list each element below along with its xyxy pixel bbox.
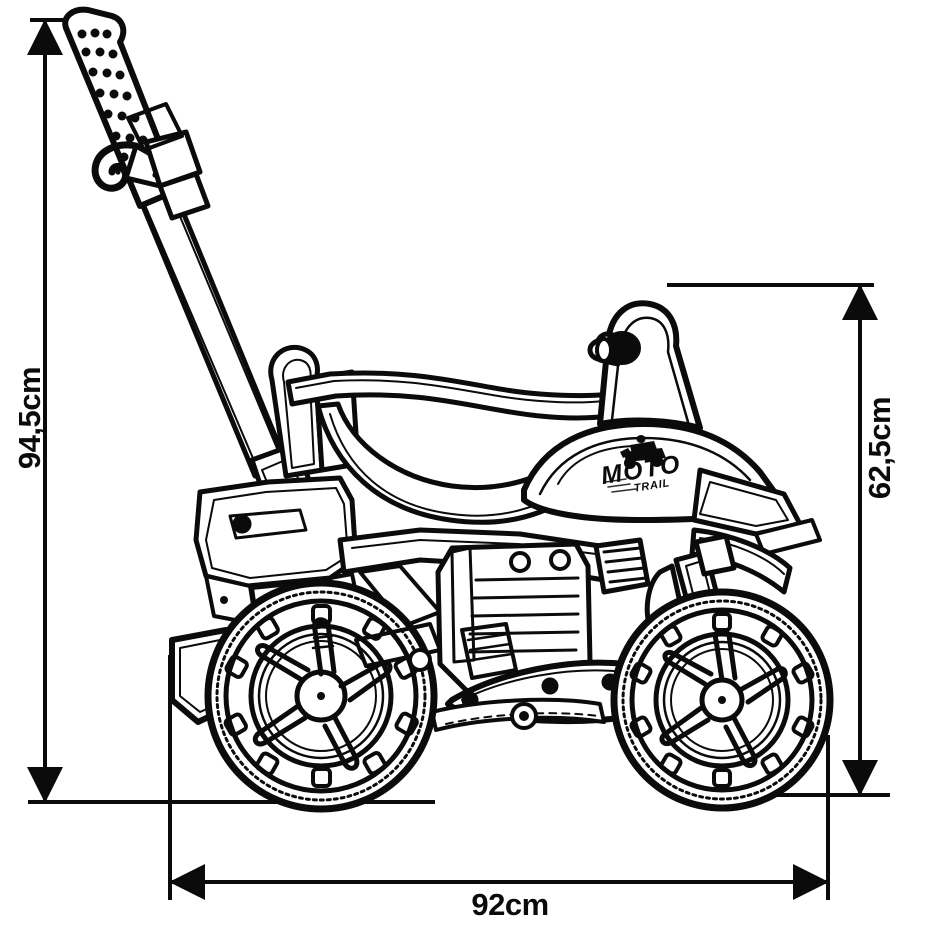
chain-guard xyxy=(430,697,606,732)
svg-text:TRAIL: TRAIL xyxy=(633,477,671,495)
seat-height-label: 62,5cm xyxy=(862,396,897,500)
tank-shroud xyxy=(691,467,822,556)
front-tread-blocks xyxy=(629,612,815,788)
push-handle xyxy=(62,6,288,479)
headlight-shroud xyxy=(593,300,703,431)
overall-length-label: 92cm xyxy=(471,887,549,922)
rear-hub-detail xyxy=(311,624,335,650)
tank-decal-moto-trail: MOTO TRAIL xyxy=(599,435,683,495)
motorcycle-illustration: MOTO TRAIL xyxy=(62,6,834,813)
rear-body xyxy=(193,475,359,632)
engine-fins xyxy=(468,576,580,654)
rear-tread-blocks xyxy=(223,604,419,788)
overall-height-label: 94,5cm xyxy=(12,366,47,470)
rear-wheel xyxy=(204,579,438,813)
swingarm xyxy=(354,622,442,672)
front-spokes xyxy=(659,628,788,769)
handlebar-grip xyxy=(587,331,641,365)
front-wheel xyxy=(610,588,834,812)
